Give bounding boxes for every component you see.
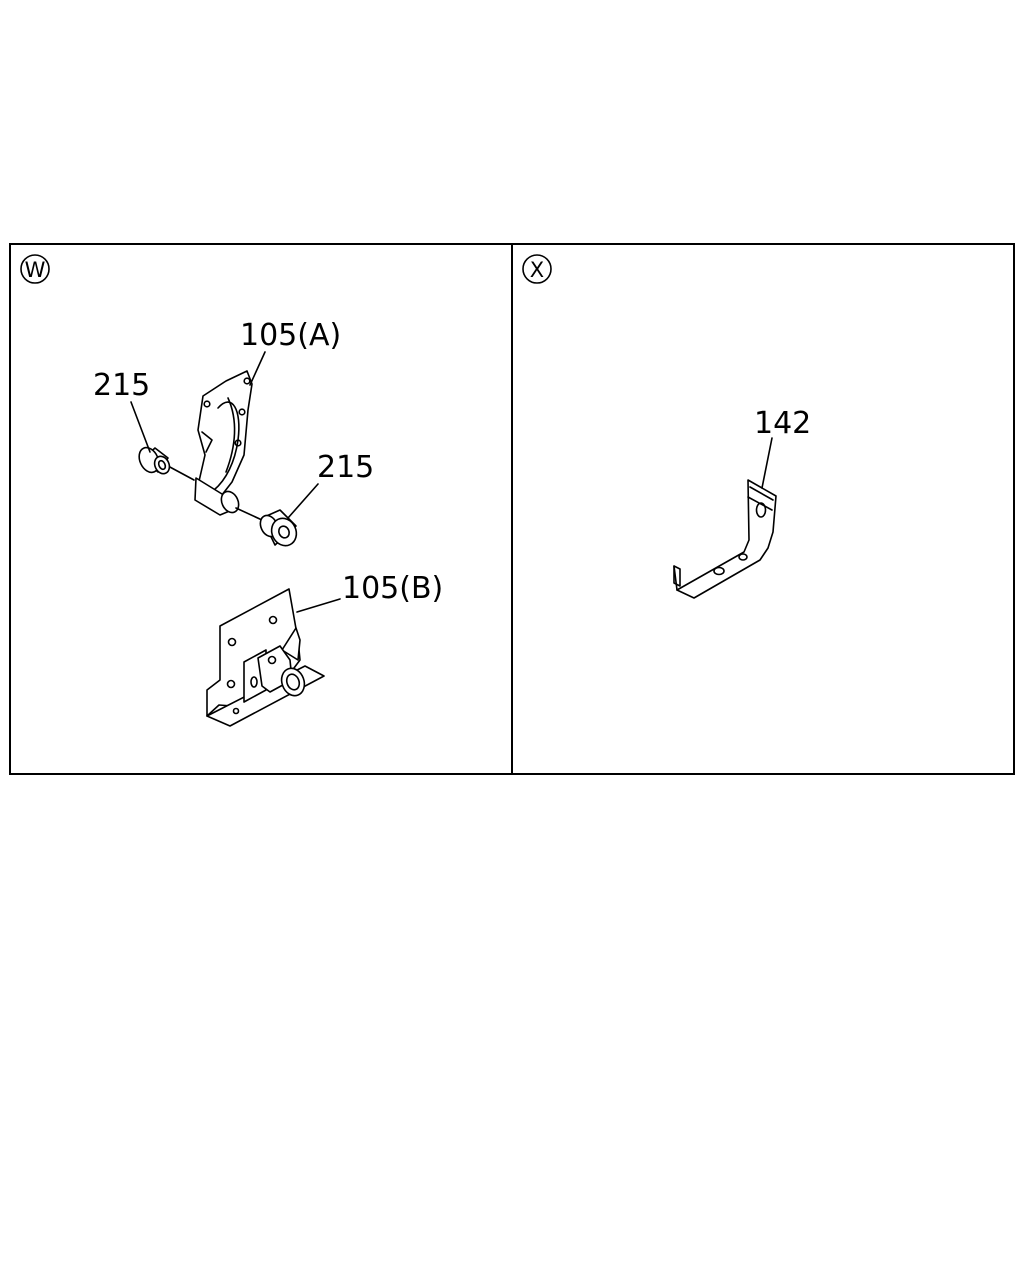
bracket-142-hole [713, 566, 725, 576]
bracket-105a-notch [201, 431, 213, 453]
bracket-105a-axis [167, 465, 195, 481]
bracket-142-body [676, 479, 777, 599]
bracket-105b-hole [227, 637, 237, 647]
bracket-105b-tab [281, 627, 301, 661]
bracket-105b-hole [267, 655, 277, 665]
leader-215-left [130, 401, 151, 453]
bracket-105a-axis [235, 507, 263, 521]
bracket-105a-rib [225, 397, 236, 473]
panel-x-key: X [530, 258, 544, 282]
label-142: 142 [754, 406, 811, 441]
bracket-105a-hole [234, 439, 242, 447]
part-215-bushing-left [138, 446, 171, 475]
bracket-105a-hole [243, 377, 251, 385]
label-215-right: 215 [317, 450, 374, 485]
panel-x: X 142 [522, 254, 811, 599]
bracket-105b-hole [268, 615, 278, 625]
bracket-142-slot [755, 502, 767, 518]
leader-105a [249, 351, 266, 386]
bracket-105b-hole [226, 679, 236, 689]
panel-w-key: W [25, 258, 46, 282]
bracket-142-edge [673, 565, 678, 591]
bushing-face [138, 446, 160, 474]
bracket-105b-bushing [280, 667, 306, 697]
leader-105b [296, 598, 341, 613]
label-105a: 105(A) [240, 318, 341, 353]
leader-215-right [287, 483, 319, 519]
bushing-face [153, 455, 171, 475]
label-215-left: 215 [93, 368, 150, 403]
bracket-142-hole [738, 553, 748, 561]
bushing-bore [157, 459, 167, 471]
bracket-105a-hole [238, 408, 246, 416]
part-105a-bracket [167, 370, 263, 521]
bracket-105b-bushing-bore [285, 673, 301, 691]
label-105b: 105(B) [342, 571, 443, 606]
part-142-bracket [673, 479, 777, 599]
panel-w: W [20, 254, 443, 727]
bracket-105a-hole [203, 400, 211, 408]
bushing-face [270, 517, 298, 547]
panel-w-badge-circle [20, 254, 50, 284]
bracket-105b-slot [250, 676, 258, 688]
leader-142 [761, 437, 773, 489]
bracket-105b-base-hole [232, 707, 240, 715]
bracket-105a-plate [196, 370, 253, 501]
panel-w-badge: W [20, 254, 50, 284]
bracket-142-lip [749, 486, 774, 501]
panel-x-badge-circle [522, 254, 552, 284]
part-215-bushing-right [259, 509, 298, 547]
part-105b-bracket [206, 588, 325, 727]
bracket-105a-bore [220, 490, 240, 514]
panel-x-badge: X [522, 254, 552, 284]
bushing-bore [278, 525, 290, 539]
